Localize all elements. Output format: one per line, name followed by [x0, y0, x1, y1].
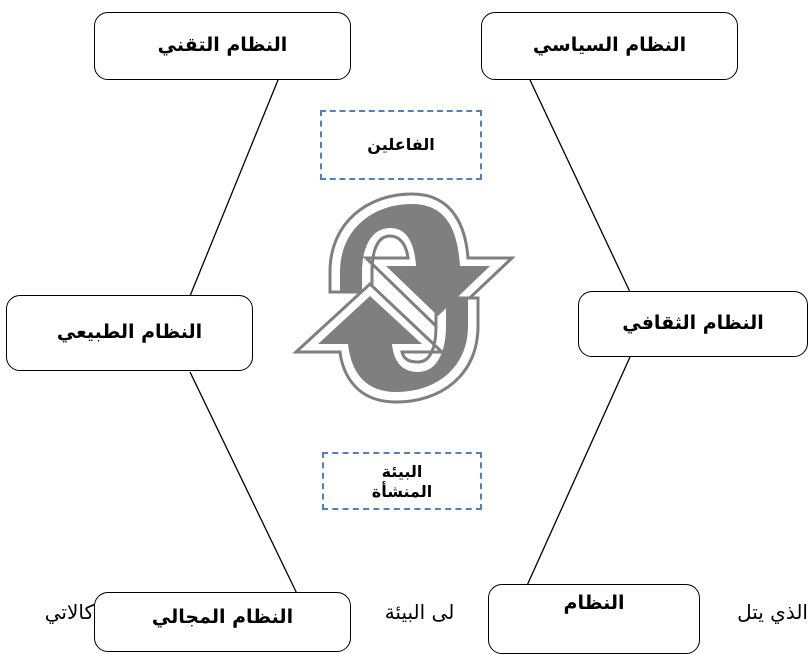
- cultural-system-box: النظام الثقافي: [578, 291, 808, 357]
- spatial-system-box: النظام المجالي: [94, 592, 351, 652]
- background-text-middle: لى البيئة: [384, 600, 455, 624]
- background-text-right: الذي يتل: [737, 600, 808, 624]
- cycle-arrows-icon: [292, 192, 516, 404]
- bottom-system-label: النظام: [563, 592, 625, 614]
- natural-system-box: النظام الطبيعي: [6, 295, 253, 371]
- connector-line: [524, 356, 631, 591]
- built-environment-label: البيئة المنشأة: [371, 462, 433, 501]
- bottom-system-box: النظام: [488, 584, 700, 654]
- natural-system-label: النظام الطبيعي: [56, 321, 203, 344]
- political-system-label: النظام السياسي: [532, 34, 687, 57]
- built-environment-box: البيئة المنشأة: [322, 452, 482, 510]
- connector-line: [189, 79, 279, 297]
- connector-line: [189, 371, 301, 601]
- background-text-left: كالاتي: [44, 600, 94, 624]
- spatial-system-label: النظام المجالي: [151, 606, 294, 628]
- technical-system-label: النظام التقني: [157, 34, 288, 57]
- cultural-system-label: النظام الثقافي: [622, 312, 764, 335]
- actors-label: الفاعلين: [367, 135, 435, 154]
- political-system-box: النظام السياسي: [481, 12, 738, 80]
- actors-box: الفاعلين: [320, 110, 482, 180]
- connector-line: [529, 79, 631, 293]
- technical-system-box: النظام التقني: [94, 12, 351, 80]
